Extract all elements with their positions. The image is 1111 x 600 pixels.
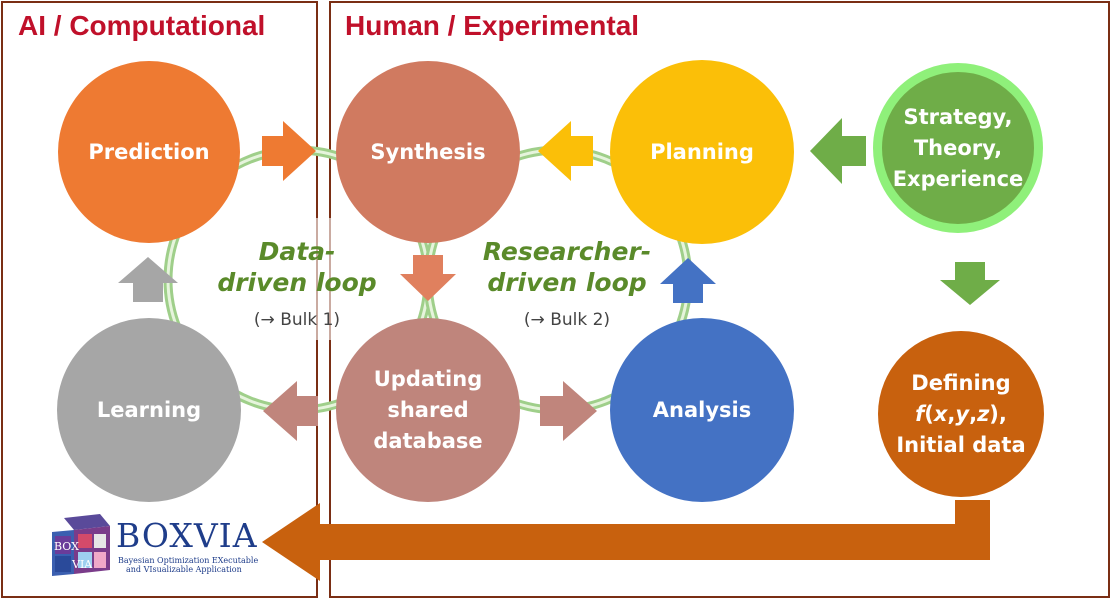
- boxvia-cube-text-via: VIA: [71, 558, 93, 571]
- prediction-label: Prediction: [88, 139, 210, 164]
- func-z: z: [977, 401, 990, 426]
- arrow-strategy-to-defining: [940, 262, 1000, 305]
- arrow-synthesis-to-updating: [400, 255, 456, 301]
- human-panel-title: Human / Experimental: [345, 10, 640, 41]
- arrow-defining-to-boxvia: [262, 500, 990, 581]
- prediction-node: Prediction: [58, 61, 240, 243]
- strategy-label-line2: Theory,: [913, 135, 1003, 160]
- arrow-learning-to-prediction: [118, 257, 178, 302]
- planning-node: Planning: [610, 60, 794, 244]
- strategy-label-line3: Experience: [892, 166, 1024, 191]
- learning-label: Learning: [96, 397, 202, 422]
- arrow-prediction-to-synthesis: [262, 121, 316, 181]
- boxvia-brand: BOXVIA: [116, 516, 258, 555]
- researcher-driven-line1: Researcher-: [482, 237, 652, 266]
- researcher-driven-loop-sub: (→ Bulk 2): [523, 310, 611, 330]
- arrow-updating-to-learning: [263, 381, 318, 441]
- func-y: y: [955, 401, 970, 426]
- border-overlay: [310, 218, 334, 340]
- data-driven-loop-label: Data- driven loop: [208, 236, 386, 298]
- researcher-driven-line2: driven loop: [487, 268, 647, 297]
- func-close: ),: [989, 401, 1007, 426]
- defining-function-line: f(x,y,z),: [896, 399, 1025, 430]
- arrow-planning-to-synthesis: [538, 121, 593, 181]
- data-driven-loop-sub: (→ Bulk 1): [253, 310, 341, 330]
- synthesis-node: Synthesis: [336, 61, 520, 243]
- boxvia-cube-icon: BOX VIA: [52, 514, 110, 576]
- defining-node: Defining f(x,y,z), Initial data: [878, 331, 1044, 497]
- analysis-node: Analysis: [610, 318, 794, 502]
- defining-label-line1: Defining: [911, 370, 1011, 395]
- updating-label-line3: database: [373, 428, 483, 453]
- arrow-updating-to-analysis: [540, 381, 597, 441]
- boxvia-tagline: Bayesian Optimization EXecutable and VIs…: [118, 556, 258, 574]
- updating-shared-database-node: Updating shared database: [336, 318, 520, 502]
- func-open: (: [924, 401, 934, 426]
- boxvia-cube-text-box: BOX: [54, 540, 79, 553]
- researcher-driven-loop-label: Researcher- driven loop: [472, 236, 662, 298]
- defining-label-line3: Initial data: [896, 432, 1026, 457]
- analysis-label: Analysis: [652, 397, 752, 422]
- func-f: f: [915, 401, 925, 426]
- updating-label-line2: shared: [387, 397, 469, 422]
- func-c2: ,: [969, 401, 978, 426]
- boxvia-tagline-line2: and VIsualizable Application: [126, 565, 242, 574]
- ai-panel-title: AI / Computational: [18, 10, 266, 41]
- data-driven-line1: Data-: [258, 237, 336, 266]
- boxvia-logo: BOX VIA BOXVIA Bayesian Optimization EXe…: [50, 512, 266, 578]
- boxvia-tagline-line1: Bayesian Optimization EXecutable: [118, 556, 259, 565]
- func-c1: ,: [947, 401, 956, 426]
- arrow-analysis-to-planning: [660, 258, 716, 303]
- strategy-theory-experience-node: Strategy, Theory, Experience: [873, 63, 1043, 233]
- updating-label-line1: Updating: [373, 366, 483, 391]
- arrow-strategy-to-planning: [810, 118, 866, 184]
- data-driven-line2: driven loop: [217, 268, 377, 297]
- strategy-label-line1: Strategy,: [903, 104, 1013, 129]
- func-x: x: [933, 401, 948, 426]
- planning-label: Planning: [650, 139, 754, 164]
- learning-node: Learning: [57, 318, 241, 502]
- synthesis-label: Synthesis: [370, 139, 486, 164]
